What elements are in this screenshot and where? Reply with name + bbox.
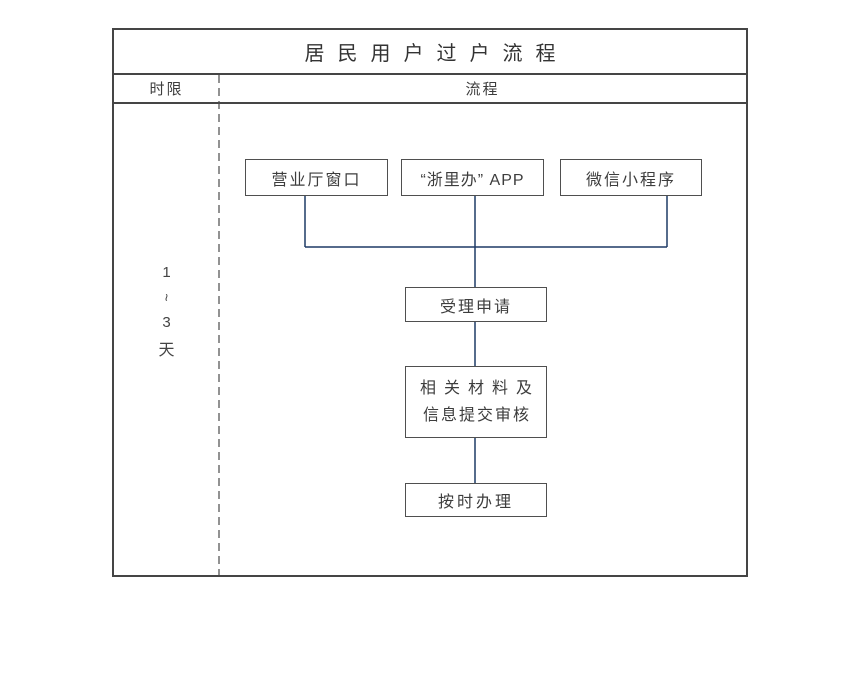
step-label-line2: 信息提交审核 [422, 407, 531, 424]
connector-lines [218, 75, 668, 575]
step-box-handle-on-time: 按时办理 [405, 483, 547, 517]
step-label: 受理申请 [439, 298, 512, 316]
step-label: 按时办理 [437, 494, 514, 511]
step-box-materials-review: 相关材料及 信息提交审核 [405, 366, 547, 438]
step-box-accept-application: 受理申请 [405, 287, 547, 322]
process-column-label: 流程 [465, 81, 500, 98]
channel-label: 微信小程序 [585, 171, 676, 189]
time-limit-column-label: 时限 [149, 81, 184, 98]
title-row: 居民用户过户流程 [114, 30, 746, 75]
channel-box-zheliban-app: “浙里办” APP [401, 159, 544, 196]
time-limit-value: 1 ~ 3 天 [114, 260, 219, 363]
channel-box-wechat-miniprogram: 微信小程序 [560, 159, 702, 196]
header-cell-process: 流程 [219, 75, 746, 102]
time-limit-char-3: 3 [162, 314, 171, 331]
time-limit-tilde: ~ [159, 293, 175, 302]
header-cell-time-limit: 时限 [114, 75, 219, 102]
header-row: 时限 流程 [114, 75, 746, 104]
step-label-line1: 相关材料及 [419, 380, 540, 397]
time-limit-unit-day: 天 [158, 342, 175, 359]
time-limit-char-1: 1 [162, 264, 171, 281]
channel-box-service-hall: 营业厅窗口 [245, 159, 388, 196]
page-title: 居民用户过户流程 [304, 43, 569, 65]
channel-label: 营业厅窗口 [271, 171, 362, 189]
table-frame: 居民用户过户流程 时限 流程 1 ~ 3 天 营业厅 [112, 28, 748, 577]
channel-label: “浙里办” APP [420, 171, 525, 189]
